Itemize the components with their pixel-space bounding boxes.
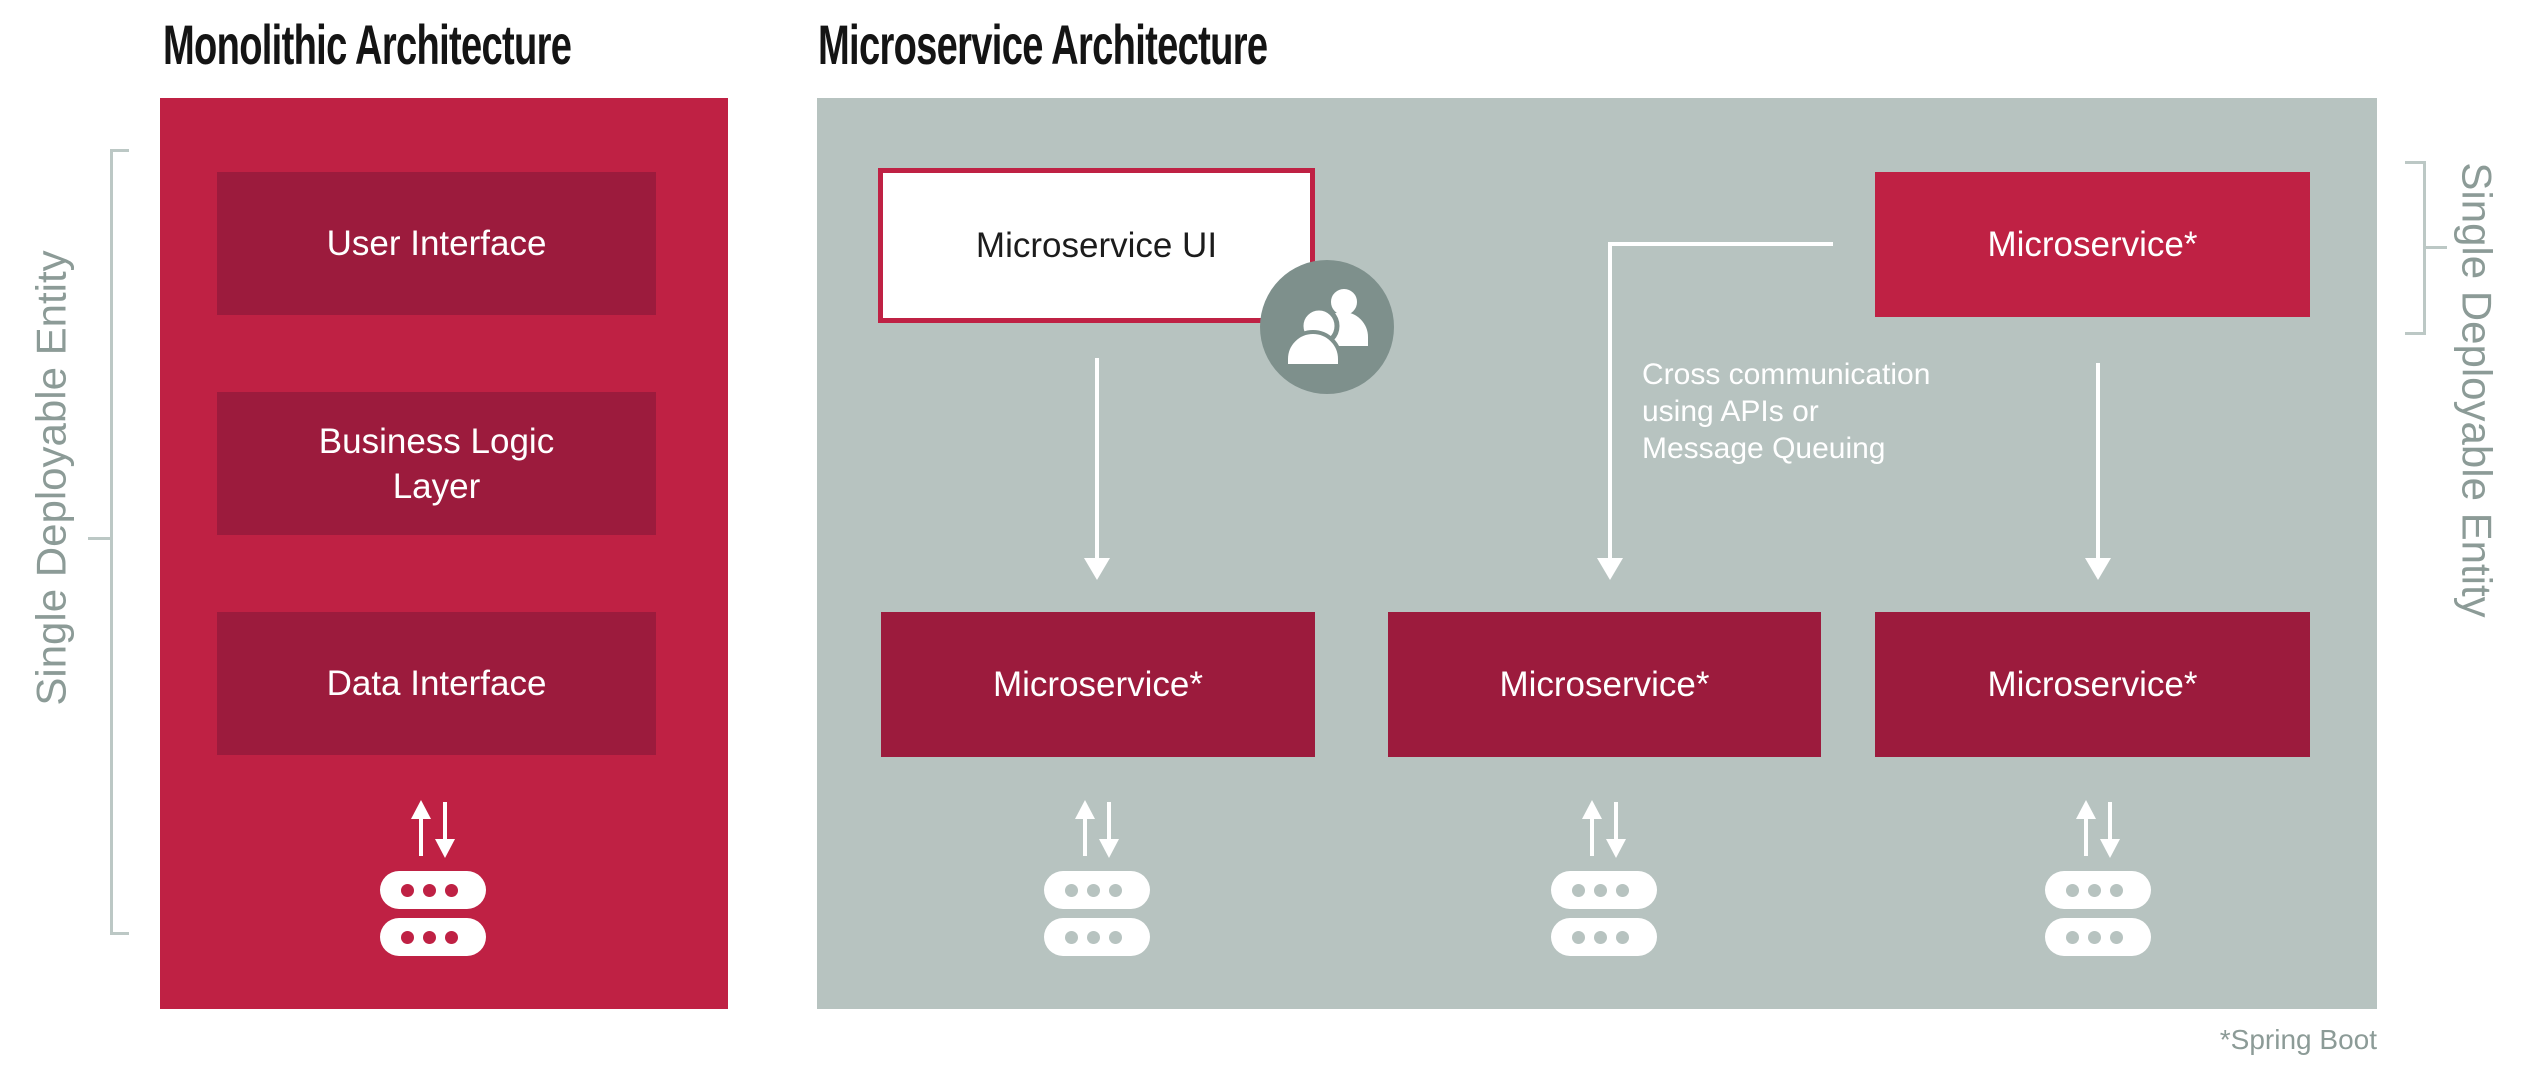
server-pill [1551,871,1657,909]
down-arrow-from-ui [1095,358,1099,559]
cross-communication-note: Cross communication using APIs or Messag… [1642,356,1930,467]
right-bracket-mid-tick [2426,246,2447,249]
database-stack-icon [2045,800,2151,956]
pill-dot [1109,930,1122,944]
left-bracket-top-tick [110,149,129,152]
up-down-arrows-icon [1582,800,1626,858]
microservice-label: Microservice* [992,664,1204,704]
layer-box-business-logic: Business Logic Layer [217,392,656,535]
up-down-arrows-icon [1075,800,1119,858]
microservice-box-top-right: Microservice* [1875,172,2310,317]
pill-dot [401,883,414,897]
server-pill [2045,871,2151,909]
microservice-box-bottom-1: Microservice* [881,612,1315,757]
pill-dot [1594,883,1607,897]
monolithic-title: Monolithic Architecture [163,13,572,76]
right-bracket-top-tick [2405,161,2423,164]
server-pill [380,918,486,956]
elbow-connector-horizontal [1608,242,1833,246]
pill-dot [1616,883,1629,897]
pill-dot [1572,930,1585,944]
server-pill [1044,918,1150,956]
pill-dot [1087,883,1100,897]
pill-dot [445,883,458,897]
server-pill [380,871,486,909]
server-pill [1551,918,1657,956]
pill-dot [2110,930,2123,944]
right-side-label-wrap: Single Deployable Entity [2443,40,2511,740]
microservice-label: Microservice* [1987,664,2198,704]
left-bracket-line [110,149,113,935]
pill-dot [2088,930,2101,944]
microservice-box-bottom-3: Microservice* [1875,612,2310,757]
microservice-title: Microservice Architecture [818,13,1268,76]
layer-label: Business Logic Layer [318,421,555,506]
note-line: Message Queuing [1642,432,1886,465]
up-down-arrows-icon [2076,800,2120,858]
monolithic-panel: User Interface Business Logic Layer Data… [160,98,728,1009]
users-icon [1260,260,1394,394]
single-deployable-entity-label-right: Single Deployable Entity [2454,162,2501,618]
note-line: Cross communication [1642,358,1931,391]
microservice-ui-box: Microservice UI [878,168,1315,323]
up-down-arrows-icon [411,800,455,858]
pill-dot [1065,883,1078,897]
pill-dot [423,930,436,944]
note-line: using APIs or [1642,395,1819,428]
pill-dot [1594,930,1607,944]
microservice-box-bottom-2: Microservice* [1388,612,1821,757]
server-pill [2045,918,2151,956]
microservice-panel: Microservice UI Microservice* Cross comm… [817,98,2377,1009]
right-bracket-bottom-tick [2405,332,2423,335]
database-stack-icon [1044,800,1150,956]
right-bracket-line [2423,161,2426,335]
layer-label: User Interface [326,224,547,263]
left-bracket-bottom-tick [110,932,129,935]
pill-dot [2066,930,2079,944]
elbow-connector-down-arrow [1608,242,1612,559]
database-stack-icon [1551,800,1657,956]
microservice-label: Microservice* [1987,224,2198,264]
database-stack-icon [380,800,486,956]
down-arrow-from-top-service [2096,363,2100,559]
spring-boot-footnote: *Spring Boot [2219,1024,2377,1055]
server-pill [1044,871,1150,909]
layer-label: Data Interface [326,664,547,703]
pill-dot [401,930,414,944]
pill-dot [1065,930,1078,944]
microservice-ui-label: Microservice UI [975,225,1218,265]
single-deployable-entity-label-left: Single Deployable Entity [28,250,75,706]
pill-dot [445,930,458,944]
pill-dot [1087,930,1100,944]
pill-dot [423,883,436,897]
pill-dot [2066,883,2079,897]
left-bracket-mid-tick [88,537,111,540]
pill-dot [2110,883,2123,897]
pill-dot [1572,883,1585,897]
left-side-label-wrap: Single Deployable Entity [18,128,86,828]
pill-dot [2088,883,2101,897]
pill-dot [1616,930,1629,944]
microservice-label: Microservice* [1499,664,1710,704]
layer-box-user-interface: User Interface [217,172,656,315]
layer-box-data-interface: Data Interface [217,612,656,755]
pill-dot [1109,883,1122,897]
